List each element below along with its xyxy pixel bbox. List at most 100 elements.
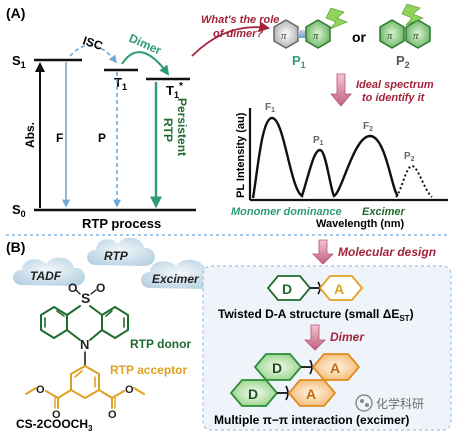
down-arrow-icon (312, 239, 334, 265)
rtp-acceptor-label: RTP acceptor (110, 363, 187, 377)
green-hexagon-icon (305, 19, 331, 49)
ideal-spectrum-text: Ideal spectrum (356, 79, 434, 91)
acceptor-letter: A (306, 386, 316, 402)
p1-label: P1 (292, 53, 306, 70)
watermark-text: 化学科研 (376, 396, 424, 411)
nitrogen-atom: N (80, 337, 89, 352)
t1-label: T1 (114, 75, 127, 92)
isc-label: ISC (81, 34, 105, 54)
ideal-spectrum-text-2: to identify it (362, 92, 426, 104)
bond (98, 389, 113, 399)
pi-symbol: π (387, 30, 393, 42)
cloud-shape (141, 259, 217, 289)
multiple-pi-label: Multiple π−π interaction (excimer) (214, 413, 409, 427)
green-hexagon-icon (405, 19, 431, 49)
down-arrow-icon (330, 73, 352, 107)
bond (57, 389, 72, 399)
bond (74, 370, 83, 378)
linker-bar (298, 30, 306, 38)
dimer-label-b: Dimer (330, 330, 365, 344)
monomer-label: Monomer dominance (231, 206, 342, 218)
oxygen-atom: O (68, 281, 77, 295)
lightning-icon (325, 7, 348, 30)
lightning-icon (401, 3, 424, 26)
bond (25, 387, 37, 395)
excimer-label-b: Excimer (152, 272, 200, 286)
acceptor-hexagon-glow (287, 379, 337, 407)
acceptor-letter: A (334, 281, 344, 297)
rtp-label-b: RTP (104, 249, 129, 263)
twisted-da-label: Twisted D-A structure (small ΔEST) (218, 307, 414, 323)
p2-dotted-curve (395, 164, 433, 198)
tadf-label: TADF (30, 269, 62, 283)
excimer-label: Excimer (362, 206, 406, 218)
watermark-logo-dot (360, 399, 364, 403)
molecular-design-label: Molecular design (338, 245, 436, 259)
f-label: F (56, 131, 63, 145)
bond (66, 305, 81, 316)
watermark-logo-dot (365, 403, 369, 407)
rtp-donor-label: RTP donor (130, 337, 191, 351)
panel-a-label: (A) (6, 5, 25, 21)
bond (133, 387, 145, 395)
x-axis-label: Wavelength (nm) (316, 218, 405, 230)
cloud-shape (13, 257, 85, 286)
isc-arrow (69, 44, 118, 64)
donor-letter: D (248, 386, 258, 402)
cloud-shape (87, 237, 155, 266)
p2-label: P2 (396, 53, 410, 70)
y-axis-label: PL Intensity (au) (235, 112, 247, 198)
oxygen-atom: O (108, 409, 117, 421)
question-text: What's the role (201, 14, 279, 26)
pi-symbol: π (281, 30, 287, 42)
donor-hexagon (266, 275, 312, 301)
peak-f1-label: F1 (265, 102, 275, 114)
pi-symbol: π (413, 30, 419, 42)
panel-b-label: (B) (6, 239, 25, 255)
bond (89, 305, 103, 316)
spectrum-plot: PL Intensity (au) F1 P1 F2 P2 Monomer do… (231, 102, 448, 230)
bond (89, 329, 103, 341)
acceptor-hexagon (318, 275, 364, 301)
bond (56, 310, 65, 317)
question-text-2: of dimer? (213, 28, 263, 40)
rtp-cloud: RTP (87, 237, 155, 266)
p-label: P (98, 131, 106, 145)
bond (105, 310, 113, 317)
excimer-cloud: Excimer (141, 259, 217, 289)
peak-p2-label: P2 (404, 151, 415, 163)
green-hexagon-icon (379, 19, 405, 49)
grey-hexagon-icon (273, 19, 299, 49)
spectrum-curve (251, 116, 399, 199)
s1-label: S1 (12, 53, 26, 70)
tadf-cloud: TADF (13, 257, 85, 286)
pi-symbol: π (313, 30, 319, 42)
sulfur-atom: S (81, 290, 90, 306)
bond (111, 390, 125, 399)
question-arrow (191, 21, 271, 57)
or-label: or (352, 29, 367, 45)
molecule-structure: S O O N O O O O (25, 281, 145, 421)
peak-f2-label: F2 (363, 121, 373, 133)
abs-label: Abs. (23, 122, 37, 148)
s0-label: S0 (12, 202, 26, 219)
persistent-label: Persistent (175, 98, 189, 156)
acceptor-letter: A (330, 360, 340, 376)
rtp-process-title: RTP process (82, 216, 161, 231)
compound-label: CS-2COOCH3 (16, 417, 93, 433)
donor-letter: D (282, 281, 292, 297)
da-monomer: D A (266, 275, 364, 301)
t1star-label: T1* (166, 81, 183, 100)
p1-structure: π π (273, 7, 348, 49)
donor-hexagon-glow (229, 379, 279, 407)
peak-p1-label: P1 (313, 135, 324, 147)
persistent-rtp-label: RTP (161, 118, 175, 142)
da-dimer: D A D A (229, 353, 361, 407)
watermark-logo-icon (355, 394, 373, 412)
bond (45, 390, 59, 399)
oxygen-atom: O (125, 384, 134, 396)
bond (90, 289, 97, 295)
donor-letter: D (272, 360, 282, 376)
down-arrow-icon (304, 324, 326, 351)
oxygen-atom: O (36, 384, 45, 396)
